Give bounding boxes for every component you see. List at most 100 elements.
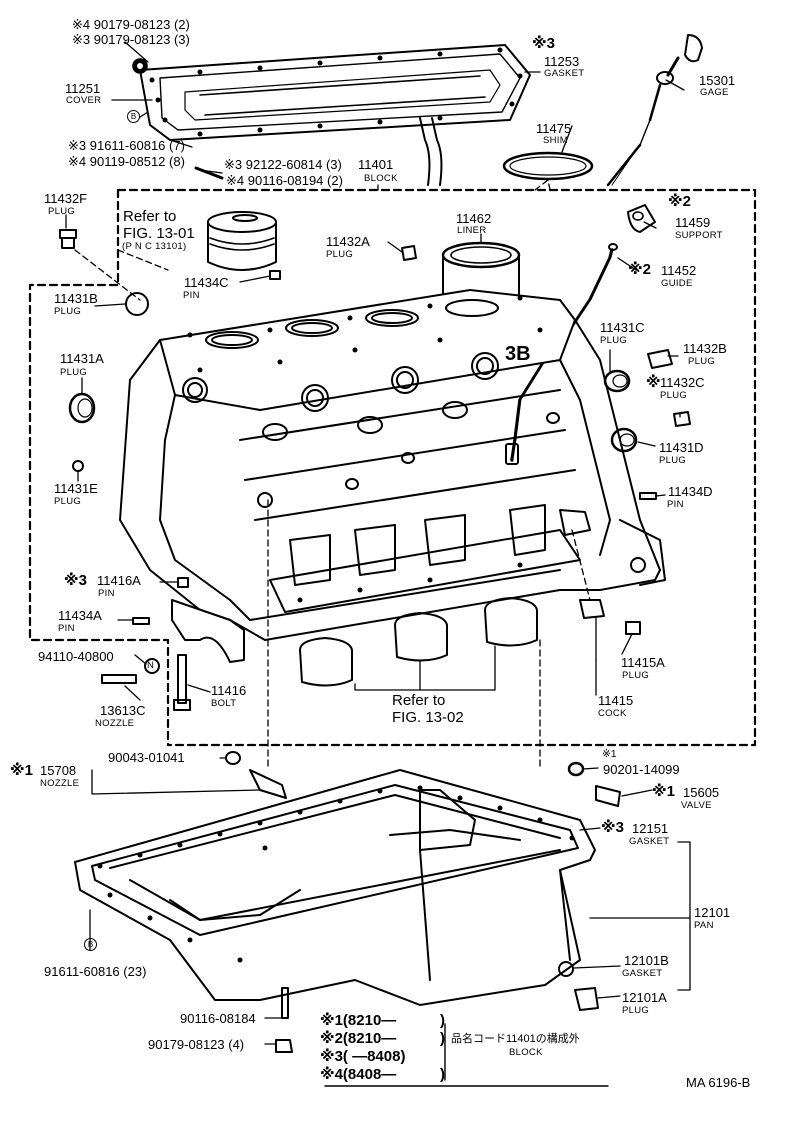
label-pan-12101: PAN xyxy=(694,920,714,931)
label-pin-11416A: PIN xyxy=(98,588,115,599)
circle-b-marker-2: B xyxy=(84,937,97,953)
label-13613C: 13613C xyxy=(100,703,146,718)
label-11452: 11452 xyxy=(661,263,697,278)
label-gasket-mark: ※3 xyxy=(532,35,555,52)
label-plug-11432A: PLUG xyxy=(326,249,354,260)
block-group-boundary xyxy=(28,188,757,747)
label-11432A: 11432A xyxy=(326,234,370,249)
label-note1: ※1(8210— xyxy=(320,1012,397,1029)
leader-lines xyxy=(65,41,691,1045)
label-11416A-mark: ※3 xyxy=(64,572,87,589)
label-note4: ※4(8408— xyxy=(320,1066,397,1083)
label-90201: 90201-14099 xyxy=(603,762,680,777)
label-plug-11431D: PLUG xyxy=(659,455,687,466)
label-15708: 15708 xyxy=(40,763,77,778)
label-11431B: 11431B xyxy=(54,291,98,306)
label-guide-mark: ※2 xyxy=(628,261,651,278)
label-block-name: BLOCK xyxy=(364,173,398,184)
label-support-name: SUPPORT xyxy=(675,230,723,241)
label-plug-12101A: PLUG xyxy=(622,1005,650,1016)
label-gage-name: GAGE xyxy=(700,87,729,98)
label-12151-mark: ※3 xyxy=(601,819,624,836)
label-note2-close: ) xyxy=(440,1030,445,1047)
label-11432F: 11432F xyxy=(44,191,88,206)
label-fig-13-02: FIG. 13-02 xyxy=(392,709,464,726)
label-11416A: 11416A xyxy=(97,573,141,588)
label-11434C: 11434C xyxy=(184,275,229,290)
label-refer-2: Refer to xyxy=(392,692,446,709)
label-plug-11432B: PLUG xyxy=(688,356,716,367)
label-liner-name: LINER xyxy=(457,225,487,236)
label-90043: 90043-01041 xyxy=(108,750,185,765)
label-stud-note4: ※4 90116-08194 (2) xyxy=(226,173,343,188)
label-11431A: 11431A xyxy=(60,351,104,366)
label-cylinder-3b: 3B xyxy=(505,343,531,365)
piston-drawing xyxy=(207,211,277,271)
label-shim-pn: 11475 xyxy=(536,121,572,136)
label-plug-11432F: PLUG xyxy=(48,206,76,217)
label-15708-mark: ※1 xyxy=(10,762,33,779)
label-nut-n: N xyxy=(147,660,155,671)
small-parts xyxy=(59,229,691,807)
label-11415: 11415 xyxy=(598,693,634,708)
label-90201-mark: ※1 xyxy=(602,748,617,760)
label-12101: 12101 xyxy=(694,905,731,920)
label-11432C-mark: ※ xyxy=(646,374,661,391)
label-cock-11415: COCK xyxy=(598,708,627,719)
label-11431C: 11431C xyxy=(600,320,645,335)
support-drawing xyxy=(627,204,656,233)
label-cover-pn: 11251 xyxy=(65,81,101,96)
circle-b-marker-1: B xyxy=(127,109,140,125)
oil-pan-drawing xyxy=(74,769,599,1011)
label-plug-11432C: PLUG xyxy=(660,390,688,401)
label-11432C: 11432C xyxy=(660,375,705,390)
label-refer-1: Refer to xyxy=(123,208,177,225)
cover-drawing xyxy=(132,44,531,186)
label-gasket-name: GASKET xyxy=(544,68,585,79)
label-15605: 15605 xyxy=(683,785,720,800)
label-90179: 90179-08123 (4) xyxy=(148,1037,245,1052)
label-figure-code: MA 6196-B xyxy=(686,1075,751,1090)
label-11434A: 11434A xyxy=(58,608,102,623)
label-bolt-note3: ※3 91611-60816 (7) xyxy=(68,138,185,153)
label-11415A: 11415A xyxy=(621,655,665,670)
label-note1-close: ) xyxy=(440,1012,445,1029)
label-nozzle-13613C: NOZZLE xyxy=(95,718,135,729)
label-pnc: (P N C 13101) xyxy=(122,241,187,252)
gage-drawing xyxy=(606,34,703,187)
label-94110: 94110-40800 xyxy=(38,649,114,664)
label-gasket-pn: 11253 xyxy=(544,54,580,69)
label-11432B: 11432B xyxy=(683,341,727,356)
label-bolt-note4: ※4 90119-08512 (8) xyxy=(68,154,185,169)
label-12101B: 12101B xyxy=(624,953,669,968)
label-cover-note3: ※3 90179-08123 (3) xyxy=(72,32,190,47)
label-11416: 11416 xyxy=(211,683,247,698)
label-gasket-12151: GASKET xyxy=(629,836,670,847)
label-plug-11431E: PLUG xyxy=(54,496,82,507)
label-gage-pn: 15301 xyxy=(699,73,736,88)
label-japanese-note: 品名コード11401の構成外 xyxy=(451,1033,580,1045)
label-11431D: 11431D xyxy=(659,440,704,455)
label-11431E: 11431E xyxy=(54,481,98,496)
label-12151: 12151 xyxy=(632,821,669,836)
label-11462: 11462 xyxy=(456,211,492,226)
engine-block-body xyxy=(119,289,666,641)
label-90116: 90116-08184 xyxy=(180,1011,256,1026)
label-plug-11431C: PLUG xyxy=(600,335,628,346)
label-11459: 11459 xyxy=(675,215,711,230)
label-bolt-11416: BOLT xyxy=(211,698,237,709)
label-guide-name: GUIDE xyxy=(661,278,693,289)
label-plug-11415A: PLUG xyxy=(622,670,650,681)
label-11434D: 11434D xyxy=(668,484,713,499)
label-valve-15605: VALVE xyxy=(681,800,712,811)
label-fig-13-01: FIG. 13-01 xyxy=(123,225,195,242)
label-cover-name: COVER xyxy=(66,95,102,106)
shim-ring xyxy=(502,151,594,181)
label-15605-mark: ※1 xyxy=(652,783,675,800)
label-pin-11434A: PIN xyxy=(58,623,75,634)
label-plug-11431B: PLUG xyxy=(54,306,82,317)
label-pin-11434C: PIN xyxy=(183,290,200,301)
label-stud-note3: ※3 92122-60814 (3) xyxy=(224,157,342,172)
